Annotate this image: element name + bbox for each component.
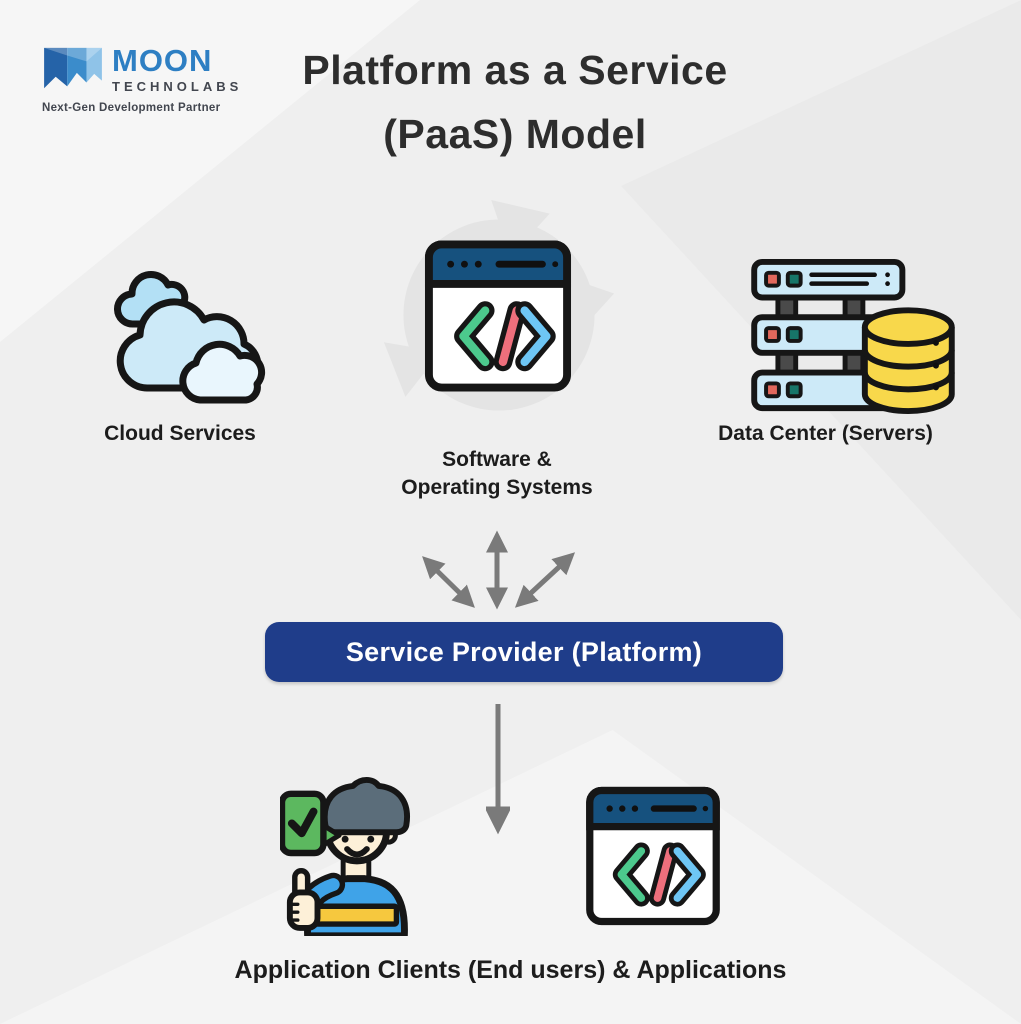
service-provider-node: Service Provider (Platform): [265, 622, 783, 682]
page-title-line1: Platform as a Service: [302, 47, 728, 93]
page-title-line2: (PaaS) Model: [383, 111, 647, 157]
data-center-label: Data Center (Servers): [718, 422, 933, 445]
service-provider-label: Service Provider (Platform): [345, 636, 703, 667]
code-window-icon: [586, 786, 720, 926]
person-thumbs-up-icon: [280, 777, 410, 936]
server-database-icon: [751, 258, 955, 415]
application-clients-label: Application Clients (End users) & Applic…: [234, 956, 787, 984]
software-os-label-line1: Software &: [442, 448, 552, 471]
software-os-label-line2: Operating Systems: [401, 476, 593, 499]
phone-check-icon: [280, 790, 342, 857]
moon-technolabs-logo-icon: [44, 47, 102, 89]
software-os-label: Software & Operating Systems: [347, 446, 647, 502]
brand-name: MOON: [112, 43, 213, 78]
brand-subname: TECHNOLABS: [112, 79, 243, 94]
page-title: Platform as a Service (PaaS) Model: [235, 38, 795, 166]
brand-logo: MOON TECHNOLABS Next-Gen Development Par…: [42, 44, 242, 114]
cloud-icon: [114, 270, 266, 404]
brand-tagline: Next-Gen Development Partner: [42, 102, 221, 114]
cloud-services-label: Cloud Services: [104, 422, 256, 445]
code-window-icon: [424, 240, 572, 392]
arrow-down-icon: [486, 704, 510, 835]
double-arrows-icon: [422, 530, 576, 610]
